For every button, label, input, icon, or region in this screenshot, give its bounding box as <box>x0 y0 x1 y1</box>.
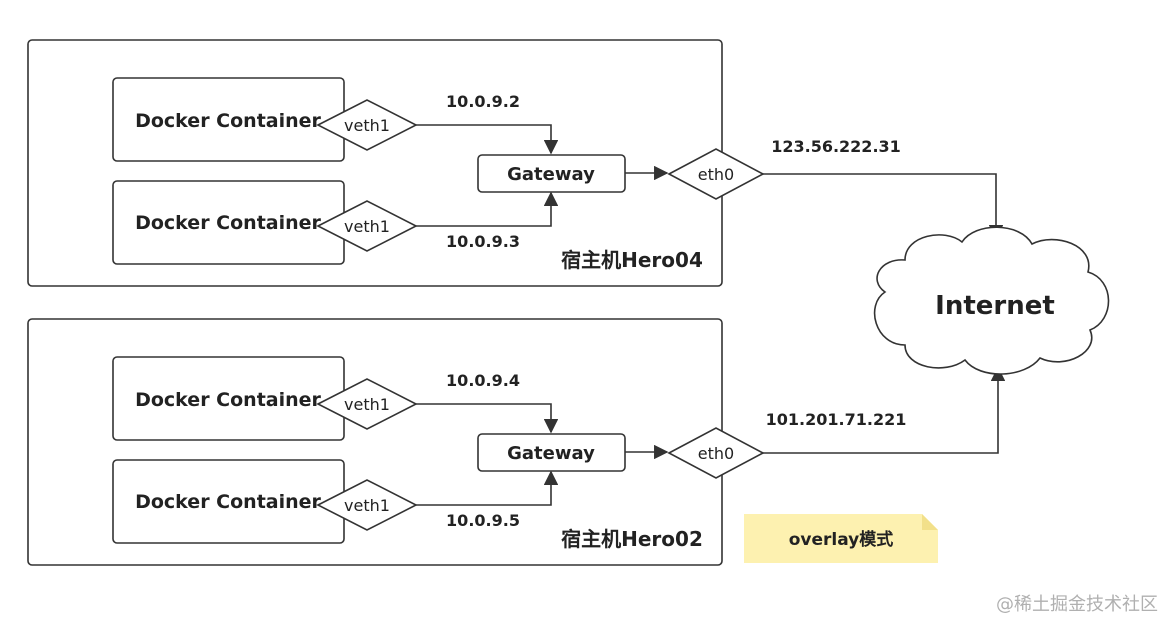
eth-to-internet-connector-hero02 <box>763 366 1006 454</box>
container-ip-label: 10.0.9.4 <box>446 371 520 390</box>
internet-cloud: Internet <box>873 226 1110 375</box>
host-label: 宿主机Hero04 <box>561 248 703 272</box>
note-text: overlay模式 <box>789 529 894 550</box>
note-fold <box>922 514 938 530</box>
docker-container-label: Docker Container <box>135 110 321 132</box>
host-hero02: Docker Container veth1 10.0.9.4 Docker C… <box>27 318 765 566</box>
host-label: 宿主机Hero02 <box>561 527 703 551</box>
veth-label: veth1 <box>344 116 390 135</box>
docker-container-label: Docker Container <box>135 491 321 513</box>
veth-label: veth1 <box>344 217 390 236</box>
container-ip-label: 10.0.9.5 <box>446 511 520 530</box>
gateway-label: Gateway <box>507 443 595 464</box>
veth-label: veth1 <box>344 496 390 515</box>
gateway-label: Gateway <box>507 164 595 185</box>
watermark: @稀土掘金技术社区 <box>996 594 1158 615</box>
container-ip-label: 10.0.9.2 <box>446 92 520 111</box>
note-body <box>744 514 938 563</box>
docker-container-label: Docker Container <box>135 389 321 411</box>
internet-label: Internet <box>935 291 1055 321</box>
veth-label: veth1 <box>344 395 390 414</box>
veth-to-gateway-connector <box>416 191 559 227</box>
docker-container-label: Docker Container <box>135 212 321 234</box>
veth-to-gateway-connector <box>416 124 559 155</box>
public-ip-label-hero04: 123.56.222.31 <box>771 137 901 156</box>
host-hero04: Docker Container veth1 10.0.9.2 Docker C… <box>27 39 765 287</box>
veth-to-gateway-connector <box>416 470 559 506</box>
public-ip-label-hero02: 101.201.71.221 <box>766 410 907 429</box>
cloud-shape <box>873 226 1110 375</box>
eth-label: eth0 <box>698 444 734 463</box>
container-ip-label: 10.0.9.3 <box>446 232 520 251</box>
overlay-mode-note: overlay模式 <box>744 514 938 563</box>
eth-to-internet-connector-hero04 <box>763 173 1004 240</box>
veth-to-gateway-connector <box>416 403 559 434</box>
eth-label: eth0 <box>698 165 734 184</box>
